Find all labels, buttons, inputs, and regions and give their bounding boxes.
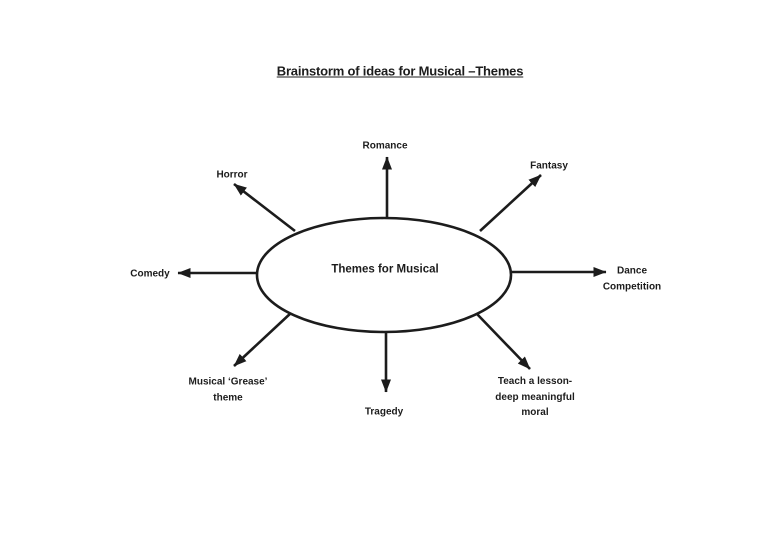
arrow-musical-grease-theme — [233, 311, 293, 367]
center-topic-label: Themes for Musical — [331, 263, 439, 276]
slide-title: Brainstorm of ideas for Musical –Themes — [276, 63, 524, 79]
arrow-teach-a-lesson — [476, 313, 531, 370]
node-label-horror: Horror — [216, 169, 248, 181]
node-label-romance: Romance — [362, 140, 408, 152]
node-label-comedy: Comedy — [130, 268, 170, 280]
arrow-fantasy — [479, 174, 542, 232]
node-label-dance-competition: Dance Competition — [602, 265, 662, 293]
center-ellipse — [255, 216, 513, 334]
node-label-fantasy: Fantasy — [530, 160, 568, 172]
node-label-teach-a-lesson: Teach a lesson- deep meaningful moral — [495, 375, 575, 418]
node-label-musical-grease-theme: Musical ‘Grease’ theme — [188, 376, 268, 404]
node-label-tragedy: Tragedy — [364, 406, 404, 418]
arrow-horror — [233, 182, 296, 233]
